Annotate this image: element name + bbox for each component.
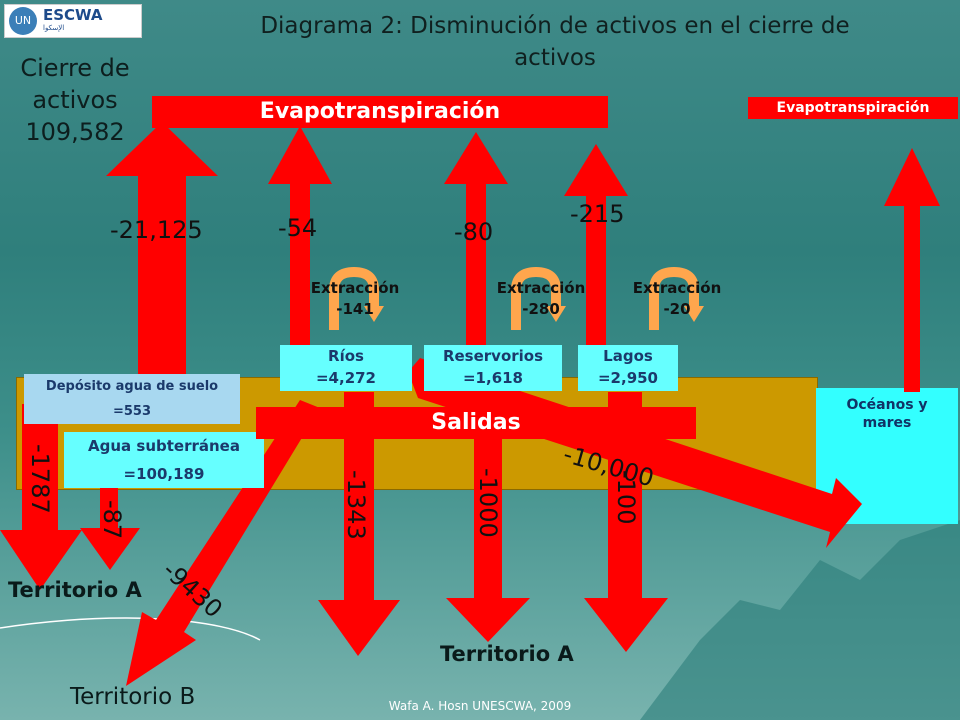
closing-assets-line1: Cierre de [20, 54, 130, 82]
territory-a-left: Territorio A [8, 578, 142, 602]
arrow-diagonal-territorio-b [126, 400, 320, 686]
arrow-down-a [0, 404, 82, 590]
arrow-up-suelo [106, 122, 218, 400]
extraction-rios: Extracción -141 [290, 278, 420, 320]
box-rios-name: Ríos [328, 347, 364, 365]
closing-assets-value: 109,582 [25, 118, 125, 146]
value-down-a: -1787 [26, 444, 54, 514]
oceans-line2: mares [862, 415, 912, 431]
extraction-reservorios-label: Extracción [496, 279, 586, 297]
extraction-reservorios-value: -280 [522, 300, 560, 318]
diagram-title: Diagrama 2: Disminución de activos en el… [260, 13, 850, 71]
arrow-up-lagos [564, 144, 628, 345]
extraction-loop-rios-head [364, 306, 384, 322]
logo-subtext: الإسكوا [43, 24, 65, 32]
arrow-up-rios [268, 126, 332, 345]
footer-credit: Wafa A. Hosn UNESCWA, 2009 [388, 699, 572, 713]
extraction-loop-reservorios [511, 266, 561, 330]
arrow-down-b [80, 480, 140, 570]
arrow-down-rios [318, 392, 400, 656]
closing-assets-line2: activos [32, 86, 118, 114]
logo-text: ESCWA [43, 6, 103, 24]
box-lagos: Lagos =2,950 [578, 345, 678, 391]
value-down-b: -87 [98, 500, 126, 540]
value-up-suelo: -21,125 [110, 216, 203, 244]
arrow-down-reservorios [446, 392, 530, 642]
box-lagos-value: =2,950 [597, 369, 658, 387]
box-agua-subterranea: Agua subterránea =100,189 [64, 432, 264, 488]
extraction-lagos-label: Extracción [632, 279, 722, 297]
value-down-reservorios: -1000 [474, 468, 502, 538]
extraction-loop-lagos-head [684, 306, 704, 322]
value-down-rios: -1343 [342, 470, 370, 540]
box-deposito-value: =553 [112, 404, 152, 419]
value-up-rios: -54 [278, 214, 318, 242]
territory-b: Territorio B [70, 684, 196, 710]
box-reservorios: Reservorios =1,618 [424, 345, 562, 391]
extraction-lagos: Extracción -20 [612, 278, 742, 320]
box-subterranea-value: =100,189 [123, 465, 205, 483]
oceans-line1: Océanos y [846, 397, 928, 413]
extraction-loop-rios [329, 266, 379, 330]
closing-assets-label: Cierre de activos 109,582 [0, 52, 150, 148]
box-subterranea-name: Agua subterránea [88, 437, 240, 455]
extraction-rios-label: Extracción [310, 279, 400, 297]
arrow-down-lagos [584, 392, 668, 652]
value-up-reservorios: -80 [454, 218, 494, 246]
arrow-diagonal-oceano [408, 358, 862, 548]
box-lagos-name: Lagos [603, 347, 653, 365]
value-up-lagos: -215 [570, 200, 625, 228]
evapotranspiration-banner: Evapotranspiración [152, 96, 608, 128]
box-rios: Ríos =4,272 [280, 345, 412, 391]
un-emblem-icon: UN [9, 7, 37, 35]
box-rios-value: =4,272 [315, 369, 376, 387]
box-reservorios-name: Reservorios [442, 347, 544, 365]
escwa-logo: UN ESCWA الإسكوا [4, 4, 142, 38]
territory-a-center: Territorio A [440, 642, 574, 666]
extraction-reservorios: Extracción -280 [476, 278, 606, 320]
outflows-banner: Salidas [256, 407, 696, 439]
arrow-up-reservorios [444, 132, 508, 345]
extraction-rios-value: -141 [336, 300, 374, 318]
box-reservorios-value: =1,618 [462, 369, 523, 387]
extraction-loop-lagos [649, 266, 699, 330]
box-deposito-suelo: Depósito agua de suelo =553 [24, 374, 240, 424]
extraction-lagos-value: -20 [663, 300, 691, 318]
box-deposito-name: Depósito agua de suelo [45, 379, 219, 394]
evapotranspiration-ocean-label: Evapotranspiración [748, 97, 958, 119]
arrow-up-oceanos [884, 148, 940, 392]
value-down-lagos: -100 [612, 470, 640, 525]
extraction-loop-reservorios-head [546, 306, 566, 322]
